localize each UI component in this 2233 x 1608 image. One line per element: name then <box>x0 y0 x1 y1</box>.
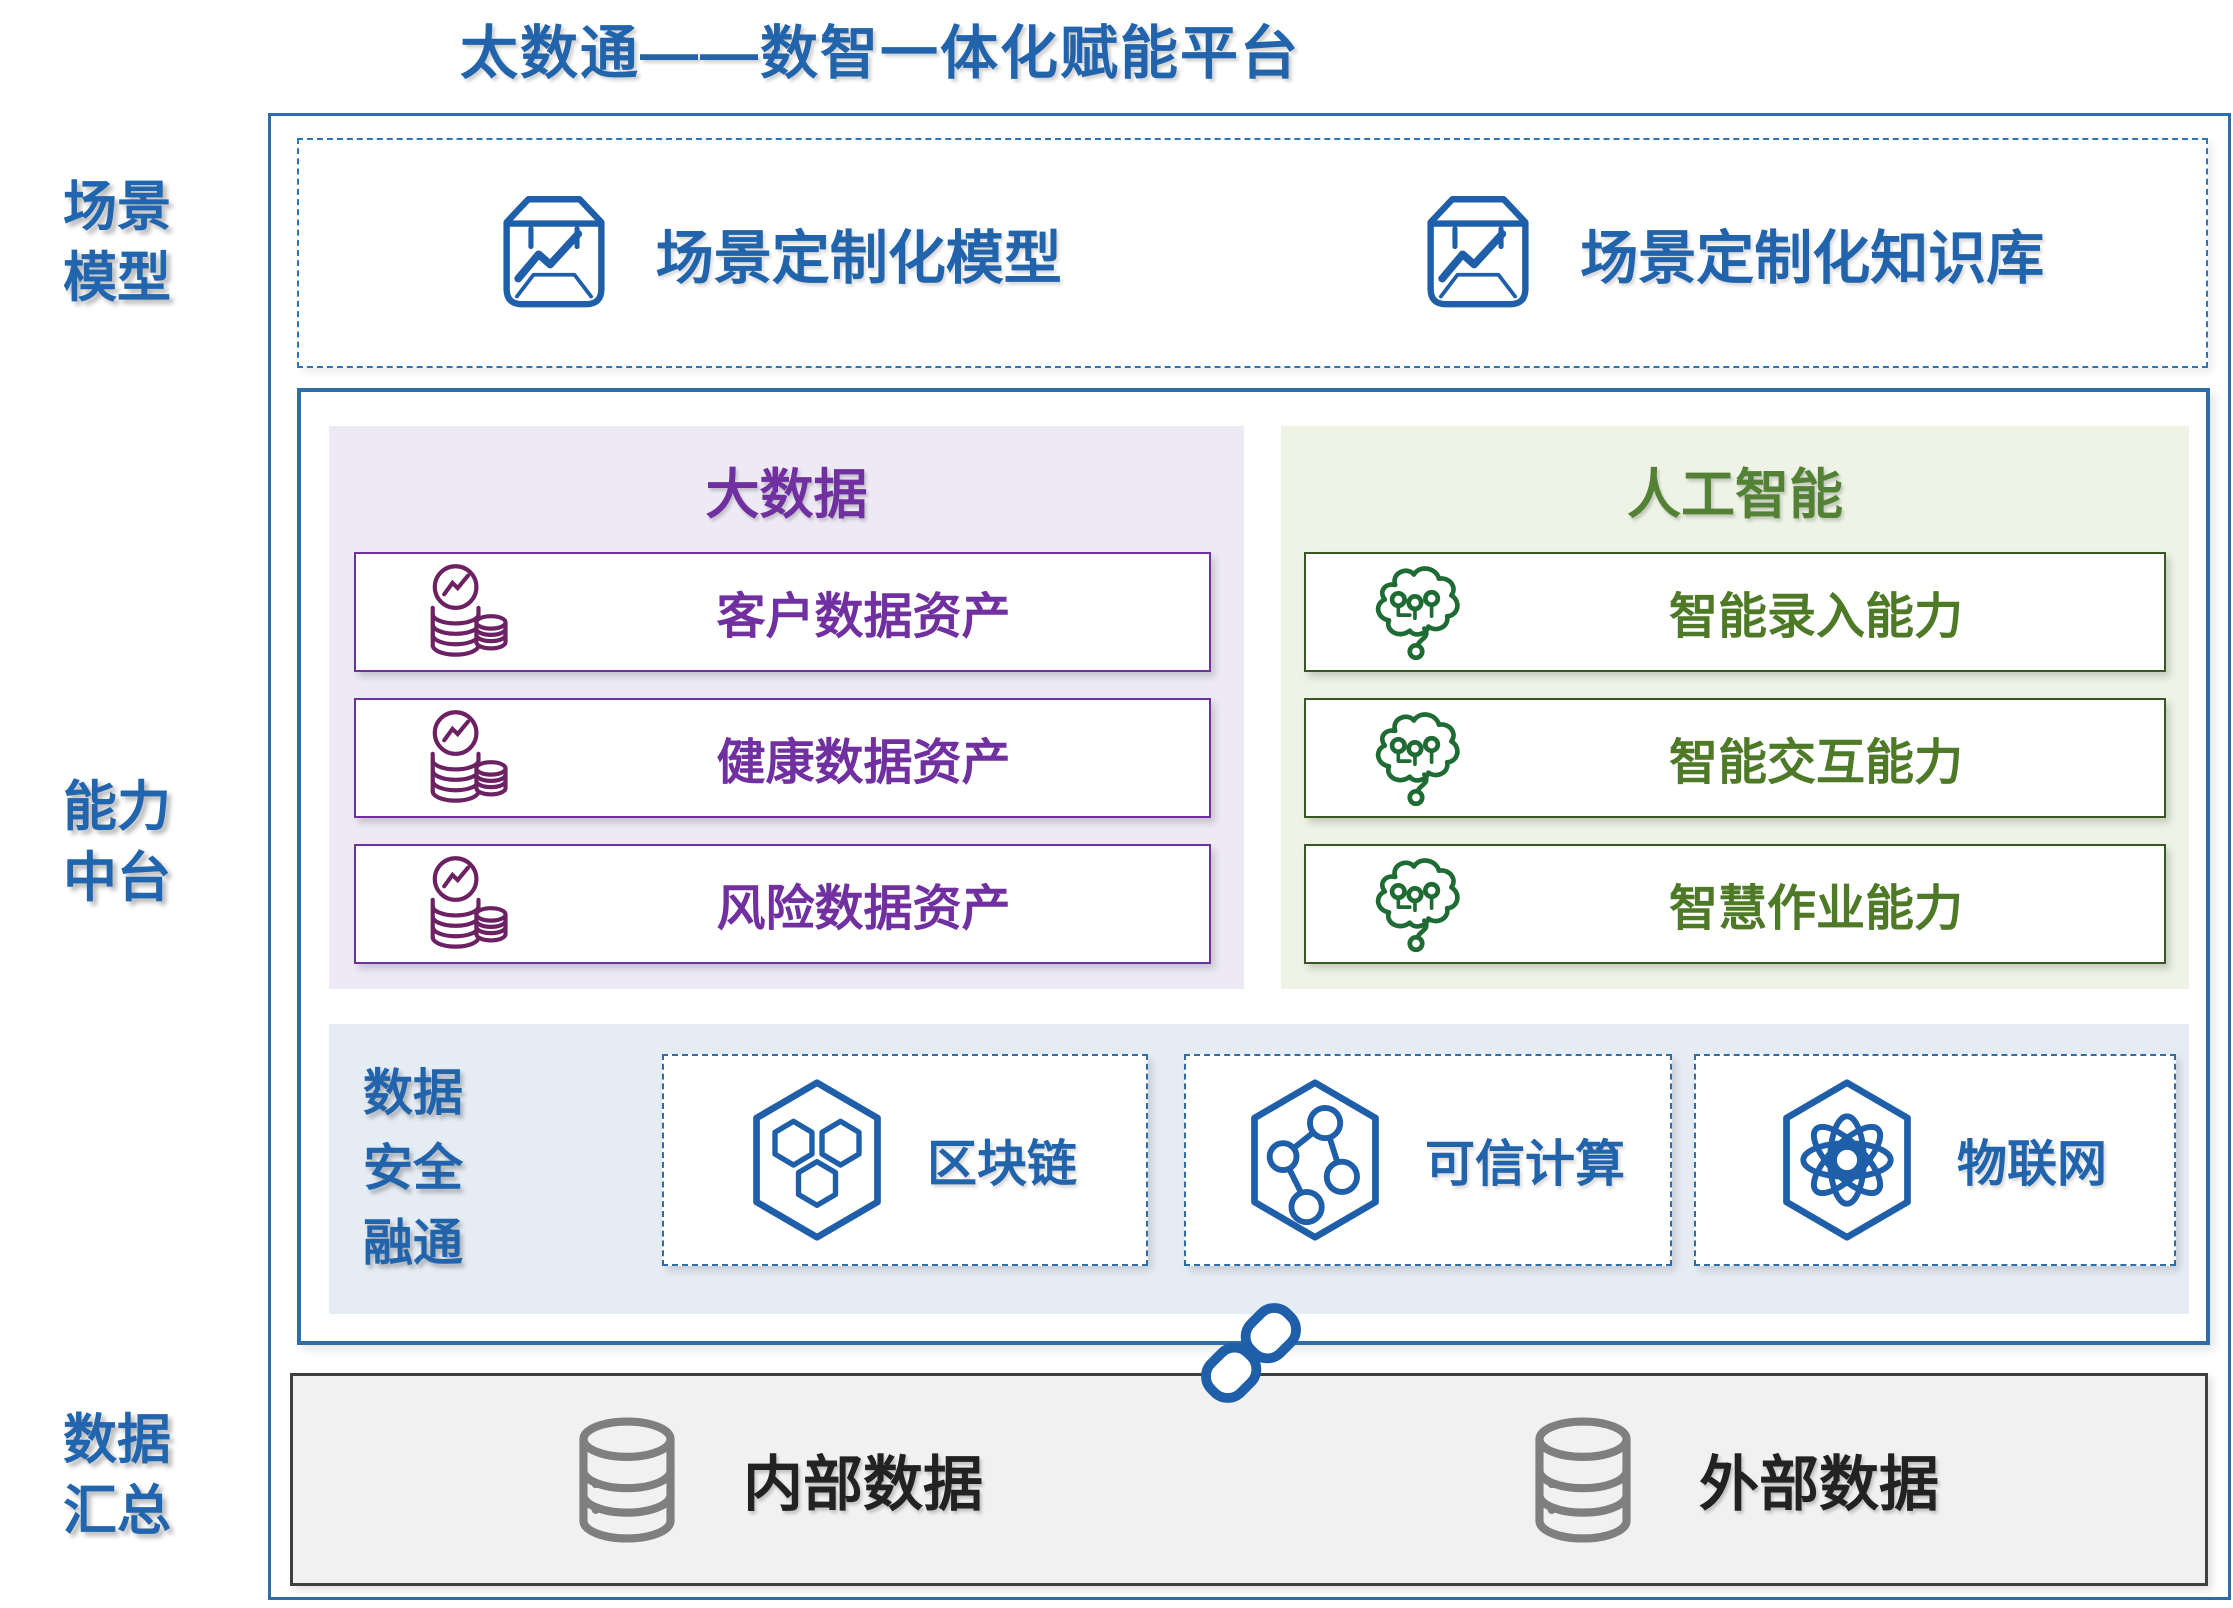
scene-item-model: 场景定制化模型 <box>299 189 1253 317</box>
ai-capability-label: 智能交互能力 <box>1668 735 1963 790</box>
page-title: 太数通——数智一体化赋能平台 <box>459 21 1300 86</box>
security-item-label: 物联网 <box>1957 1136 2107 1192</box>
data-asset-label: 健康数据资产 <box>716 735 1011 790</box>
ai-capability-label: 智慧作业能力 <box>1668 881 1963 936</box>
scene-item-label: 场景定制化知识库 <box>1580 226 2045 291</box>
ai-panel: 人工智能 智能录入能力 <box>1281 426 2189 989</box>
model-box-icon <box>1414 189 1542 317</box>
blockchain-icon <box>733 1071 901 1249</box>
brain-circuit-icon <box>1364 706 1468 810</box>
security-panel: 数据安全融通 区块链 <box>329 1024 2189 1314</box>
ai-capability-row: 智能交互能力 <box>1304 698 2166 818</box>
security-item-blockchain: 区块链 <box>662 1054 1148 1266</box>
security-label: 数据安全融通 <box>363 1065 463 1271</box>
data-summary-label: 内部数据 <box>743 1451 983 1518</box>
ai-capability-row: 智能录入能力 <box>1304 552 2166 672</box>
ai-capability-label: 智能录入能力 <box>1668 589 1963 644</box>
brain-circuit-icon <box>1364 560 1468 664</box>
chain-link-icon <box>1188 1292 1314 1414</box>
data-summary-label: 外部数据 <box>1699 1451 1939 1518</box>
trusted-computing-icon <box>1231 1071 1399 1249</box>
database-icon <box>559 1412 695 1548</box>
ai-title: 人工智能 <box>1627 465 1843 525</box>
database-icon <box>1515 1412 1651 1548</box>
data-summary-section: 内部数据 外部数据 <box>290 1373 2208 1586</box>
summary-item-external: 外部数据 <box>1249 1412 2205 1548</box>
data-asset-row: 健康数据资产 <box>354 698 1211 818</box>
coin-stack-icon <box>414 706 518 810</box>
iot-icon <box>1763 1071 1931 1249</box>
scene-item-knowledge-base: 场景定制化知识库 <box>1253 189 2207 317</box>
security-item-trusted-computing: 可信计算 <box>1184 1054 1672 1266</box>
side-label-capability: 能力中台 <box>63 777 171 909</box>
coin-stack-icon <box>414 560 518 664</box>
ai-capability-row: 智慧作业能力 <box>1304 844 2166 964</box>
capability-section: 大数据 <box>297 388 2210 1345</box>
side-label-data-summary: 数据汇总 <box>63 1410 171 1542</box>
data-asset-label: 风险数据资产 <box>716 881 1011 936</box>
security-item-label: 区块链 <box>927 1136 1077 1192</box>
brain-circuit-icon <box>1364 852 1468 956</box>
security-item-label: 可信计算 <box>1425 1136 1625 1192</box>
scene-item-label: 场景定制化模型 <box>655 226 1062 291</box>
data-asset-label: 客户数据资产 <box>716 589 1011 644</box>
side-label-scene-model: 场景模型 <box>63 177 171 309</box>
data-asset-row: 客户数据资产 <box>354 552 1211 672</box>
scene-section: 场景定制化模型 场景定制化知识库 <box>297 138 2208 368</box>
bigdata-panel: 大数据 <box>329 426 1244 989</box>
bigdata-title: 大数据 <box>705 465 868 525</box>
coin-stack-icon <box>414 852 518 956</box>
model-box-icon <box>490 189 618 317</box>
security-item-iot: 物联网 <box>1694 1054 2176 1266</box>
summary-item-internal: 内部数据 <box>293 1412 1249 1548</box>
data-asset-row: 风险数据资产 <box>354 844 1211 964</box>
